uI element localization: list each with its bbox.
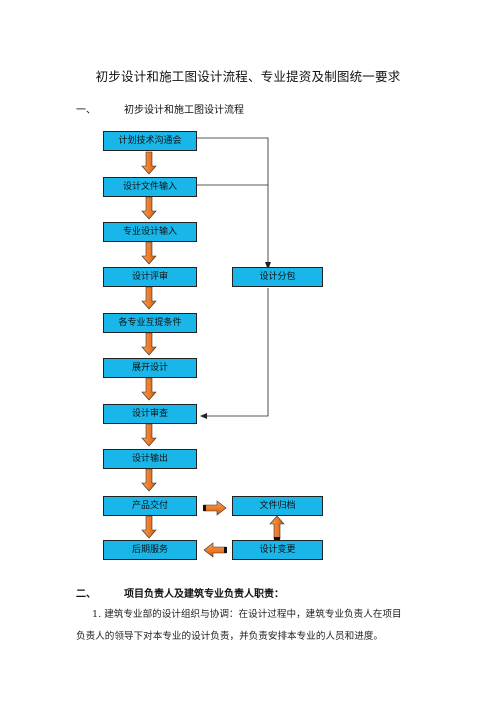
document-title: 初步设计和施工图设计流程、专业提资及制图统一要求 bbox=[95, 69, 401, 84]
down-arrow-8 bbox=[141, 468, 157, 492]
section-2-title: 项目负责人及建筑专业负责人职责： bbox=[124, 589, 284, 600]
down-arrow-6 bbox=[141, 377, 157, 401]
section-1-title: 初步设计和施工图设计流程 bbox=[124, 105, 244, 116]
flow-box-product-delivery: 产品交付 bbox=[103, 496, 197, 516]
right-arrow-archive bbox=[203, 500, 227, 516]
down-arrow-3 bbox=[141, 241, 157, 265]
down-arrow-1 bbox=[141, 151, 157, 175]
section-1-number: 一、 bbox=[76, 105, 96, 116]
down-arrow-7 bbox=[141, 423, 157, 447]
flow-box-discipline-input: 专业设计输入 bbox=[103, 222, 197, 242]
down-arrow-4 bbox=[141, 286, 157, 310]
section-2-number: 二、 bbox=[76, 589, 96, 600]
flow-box-archive: 文件归档 bbox=[232, 496, 323, 516]
flow-box-mutual-conditions: 各专业互提条件 bbox=[103, 313, 197, 333]
flow-box-design-input: 设计文件输入 bbox=[103, 177, 197, 197]
down-arrow-9 bbox=[141, 515, 157, 539]
section-1-heading: 一、 初步设计和施工图设计流程 bbox=[76, 101, 244, 116]
connector-lines bbox=[196, 137, 269, 417]
down-arrow-2 bbox=[141, 196, 157, 220]
flow-box-design-change: 设计变更 bbox=[232, 540, 323, 560]
flow-box-develop-design: 展开设计 bbox=[103, 358, 197, 378]
flow-box-after-service: 后期服务 bbox=[103, 540, 197, 560]
up-arrow-change-to-archive bbox=[269, 515, 285, 540]
flow-box-subcontract: 设计分包 bbox=[232, 267, 323, 287]
down-arrow-5 bbox=[141, 332, 157, 356]
section-2-heading: 二、 项目负责人及建筑专业负责人职责： bbox=[76, 585, 284, 600]
flow-box-design-check: 设计审查 bbox=[103, 404, 197, 424]
flow-box-design-output: 设计输出 bbox=[103, 449, 197, 469]
connector-arrowheads bbox=[200, 262, 271, 419]
paragraph-line-1: 1. 建筑专业部的设计组织与协调：在设计过程中，建筑专业负责人在项目 bbox=[92, 609, 402, 620]
paragraph-line-2: 负责人的领导下对本专业的设计负责，并负责安排本专业的人员和进度。 bbox=[76, 631, 383, 642]
flow-box-design-review: 设计评审 bbox=[103, 267, 197, 287]
flow-box-planning-meeting: 计划技术沟通会 bbox=[103, 131, 197, 151]
left-arrow-service bbox=[203, 542, 227, 558]
